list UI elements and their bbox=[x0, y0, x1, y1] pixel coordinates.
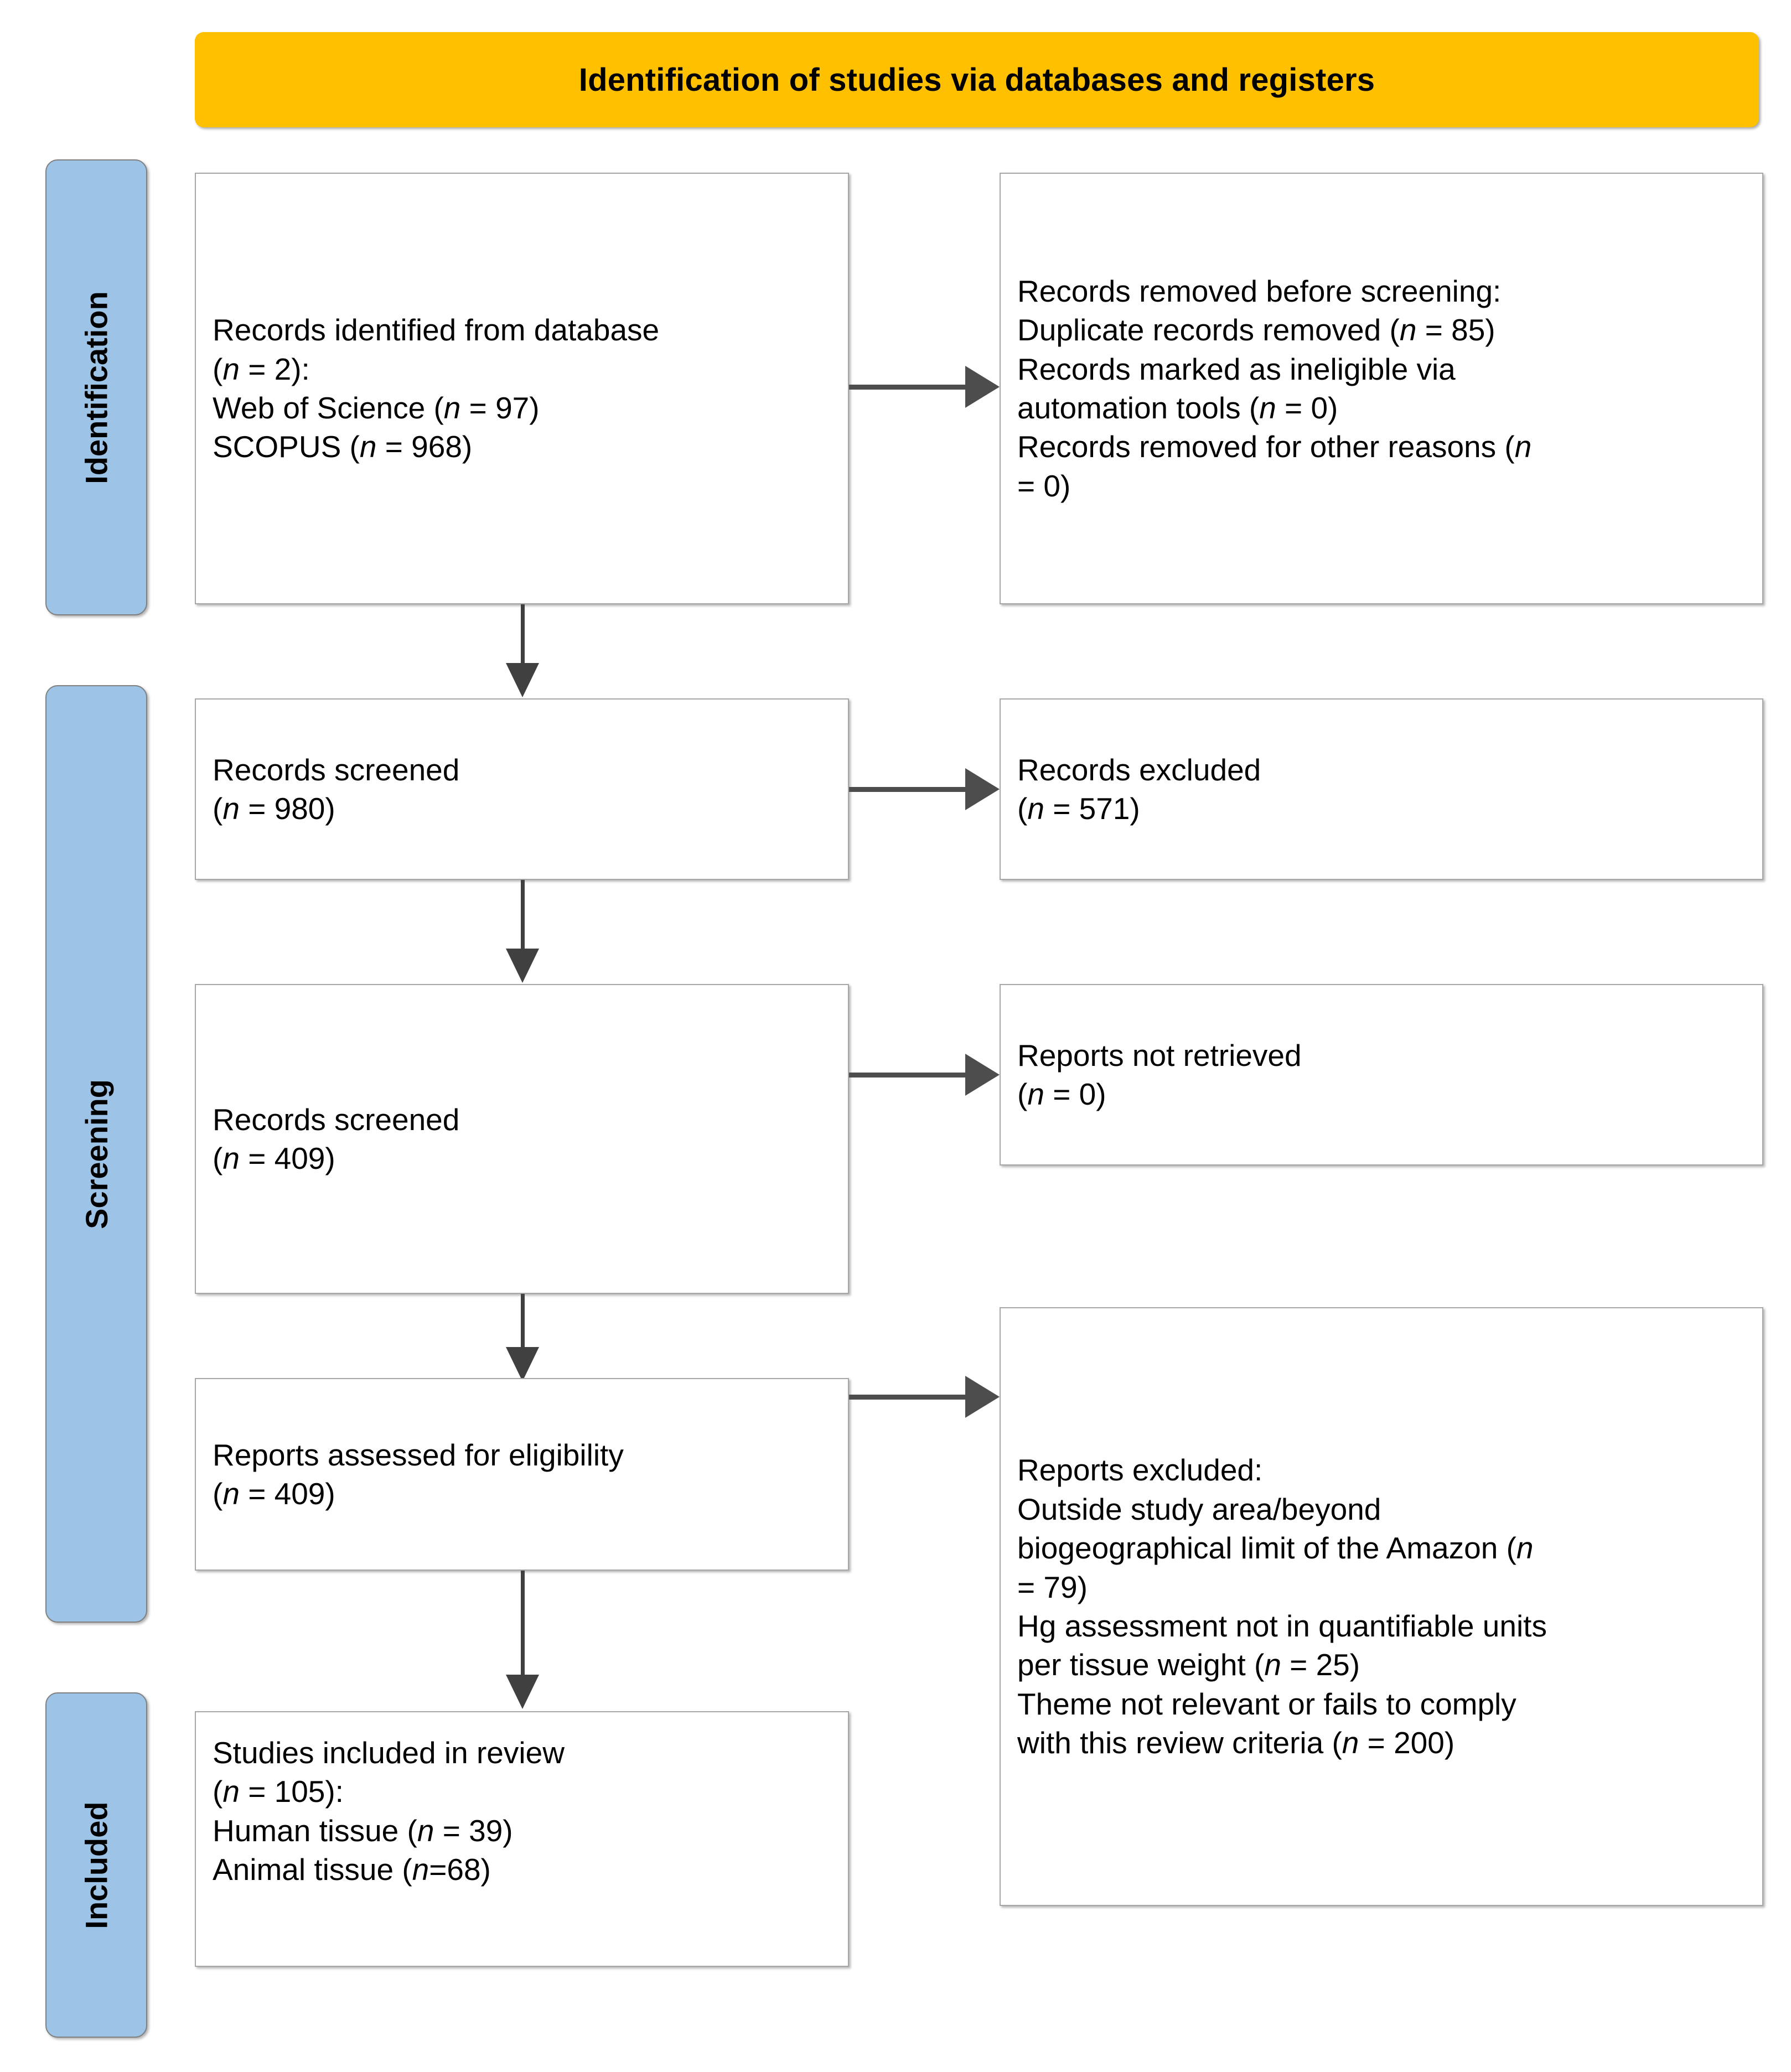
box-reports-not-retrieved: Reports not retrieved (n = 0) bbox=[1000, 984, 1763, 1166]
connector-assessed-to-included-line bbox=[521, 1571, 525, 1677]
box-records-excluded-text: Records excluded (n = 571) bbox=[1017, 752, 1261, 826]
stage-bar-identification: Identification bbox=[45, 159, 147, 615]
box-records-identified-text: Records identified from database (n = 2)… bbox=[213, 313, 660, 464]
connector-screened2-to-notretrieved-arrowhead bbox=[965, 1054, 1000, 1096]
box-reports-excluded: Reports excluded: Outside study area/bey… bbox=[1000, 1307, 1763, 1906]
box-records-identified: Records identified from database (n = 2)… bbox=[195, 173, 849, 604]
connector-identified-to-screened1-arrowhead bbox=[506, 663, 539, 697]
box-records-screened-2: Records screened (n = 409) bbox=[195, 984, 849, 1294]
box-records-screened-2-text: Records screened (n = 409) bbox=[213, 1102, 460, 1175]
connector-screened1-to-excluded-line bbox=[849, 787, 966, 792]
connector-screened2-to-assessed-arrowhead bbox=[506, 1347, 539, 1381]
diagram-header-banner: Identification of studies via databases … bbox=[195, 32, 1759, 127]
box-studies-included-text: Studies included in review (n = 105): Hu… bbox=[213, 1736, 565, 1887]
box-reports-assessed-text: Reports assessed for eligibility (n = 40… bbox=[213, 1437, 624, 1511]
connector-screened1-to-screened2-line bbox=[521, 880, 525, 951]
connector-identified-to-removed-arrowhead bbox=[965, 366, 1000, 408]
box-records-removed-text: Records removed before screening: Duplic… bbox=[1017, 273, 1532, 503]
connector-assessed-to-reportsexcluded-arrowhead bbox=[965, 1376, 1000, 1418]
connector-identified-to-removed-line bbox=[849, 385, 966, 390]
connector-screened1-to-screened2-arrowhead bbox=[506, 949, 539, 983]
stage-label-screening: Screening bbox=[79, 1079, 114, 1229]
box-records-removed: Records removed before screening: Duplic… bbox=[1000, 173, 1763, 604]
box-studies-included: Studies included in review (n = 105): Hu… bbox=[195, 1711, 849, 1967]
connector-identified-to-screened1-line bbox=[521, 604, 525, 665]
stage-label-identification: Identification bbox=[79, 291, 114, 484]
connector-assessed-to-included-arrowhead bbox=[506, 1675, 539, 1709]
stage-label-included: Included bbox=[79, 1801, 114, 1929]
stage-bar-included: Included bbox=[45, 1692, 147, 2038]
connector-screened1-to-excluded-arrowhead bbox=[965, 768, 1000, 810]
connector-screened2-to-notretrieved-line bbox=[849, 1073, 966, 1078]
box-reports-assessed: Reports assessed for eligibility (n = 40… bbox=[195, 1378, 849, 1571]
connector-assessed-to-reportsexcluded-line bbox=[849, 1395, 966, 1400]
stage-bar-screening: Screening bbox=[45, 685, 147, 1623]
box-reports-not-retrieved-text: Reports not retrieved (n = 0) bbox=[1017, 1038, 1302, 1111]
box-records-screened-1: Records screened (n = 980) bbox=[195, 698, 849, 880]
box-reports-excluded-text: Reports excluded: Outside study area/bey… bbox=[1017, 1453, 1547, 1760]
box-records-excluded: Records excluded (n = 571) bbox=[1000, 698, 1763, 880]
connector-screened2-to-assessed-line bbox=[521, 1294, 525, 1349]
diagram-title: Identification of studies via databases … bbox=[578, 61, 1375, 98]
box-records-screened-1-text: Records screened (n = 980) bbox=[213, 752, 460, 826]
